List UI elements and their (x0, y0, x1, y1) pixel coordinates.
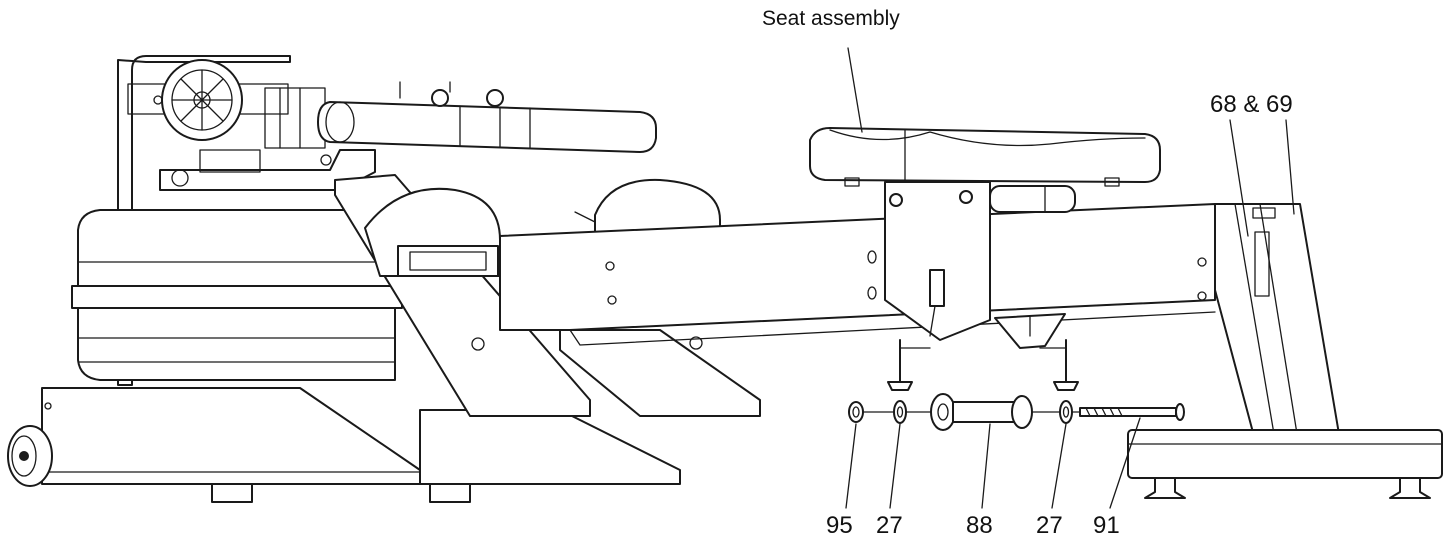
part-91-bolt (1079, 403, 1185, 421)
part-95-nut (848, 401, 864, 423)
base-frame (7, 387, 681, 503)
rowing-handle (317, 81, 657, 153)
main-rail (499, 203, 1216, 346)
part-88-label: 88 (966, 512, 993, 539)
part-27-right-label: 27 (1036, 512, 1063, 539)
seat-assembly-label: Seat assembly (762, 7, 900, 30)
exploded-hardware (848, 339, 1185, 431)
part-91-label: 91 (1093, 512, 1120, 539)
leader-lines (845, 47, 1295, 509)
part-88-spacer (930, 393, 1033, 431)
water-tank (71, 209, 403, 381)
seat-assembly (809, 127, 1161, 349)
part-27-left-label: 27 (876, 512, 903, 539)
rear-stand (1127, 203, 1443, 499)
part-95-label: 95 (826, 512, 853, 539)
foot-rollers (364, 178, 721, 277)
part-27-washer-left (893, 400, 907, 424)
part-68-69-label: 68 & 69 (1210, 91, 1293, 118)
part-27-washer-right (1059, 400, 1073, 424)
